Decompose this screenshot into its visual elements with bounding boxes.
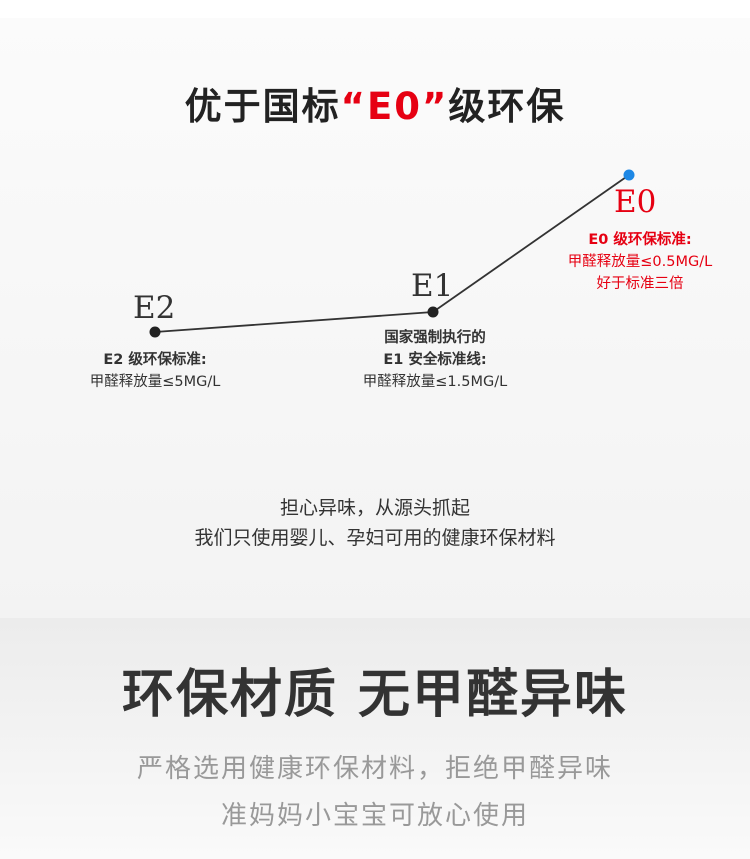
e1-marker — [427, 306, 439, 318]
e1-caption: 国家强制执行的 E1 安全标准线: 甲醛释放量≤1.5MG/L — [340, 327, 530, 393]
e0-caption-title: E0 级环保标准: — [588, 232, 692, 248]
e0-caption-line2: 好于标准三倍 — [596, 276, 684, 292]
e2-label: E2 — [133, 290, 176, 326]
bottom-background — [0, 618, 750, 859]
e2-caption-line: 甲醛释放量≤5MG/L — [89, 374, 221, 390]
e1-caption-title2: E1 安全标准线: — [383, 352, 487, 368]
e2-marker — [149, 326, 161, 338]
e0-marker — [623, 169, 635, 181]
title-prefix: 优于国标 — [184, 85, 341, 128]
e1-caption-line: 甲醛释放量≤1.5MG/L — [362, 374, 508, 390]
footer-subline-2: 准妈妈小宝宝可放心使用 — [220, 801, 529, 831]
e1-caption-title1: 国家强制执行的 — [384, 330, 486, 346]
title-highlight: “E0” — [340, 85, 449, 128]
top-background — [0, 18, 750, 618]
e1-label: E1 — [411, 268, 454, 304]
title-suffix: 级环保 — [448, 85, 566, 128]
page-title: 优于国标“E0”级环保 — [0, 76, 750, 130]
e2-caption-title: E2 级环保标准: — [103, 352, 207, 368]
footer-headline: 环保材质 无甲醛异味 — [121, 665, 629, 725]
middle-line-2: 我们只使用婴儿、孕妇可用的健康环保材料 — [194, 527, 556, 549]
middle-line-1: 担心异味，从源头抓起 — [279, 497, 470, 519]
e0-caption: E0 级环保标准: 甲醛释放量≤0.5MG/L 好于标准三倍 — [545, 229, 735, 295]
footer-subline-1: 严格选用健康环保材料，拒绝甲醛异味 — [136, 754, 613, 784]
e0-caption-line1: 甲醛释放量≤0.5MG/L — [567, 254, 713, 270]
e2-caption: E2 级环保标准: 甲醛释放量≤5MG/L — [60, 349, 250, 393]
e0-label: E0 — [614, 184, 657, 220]
